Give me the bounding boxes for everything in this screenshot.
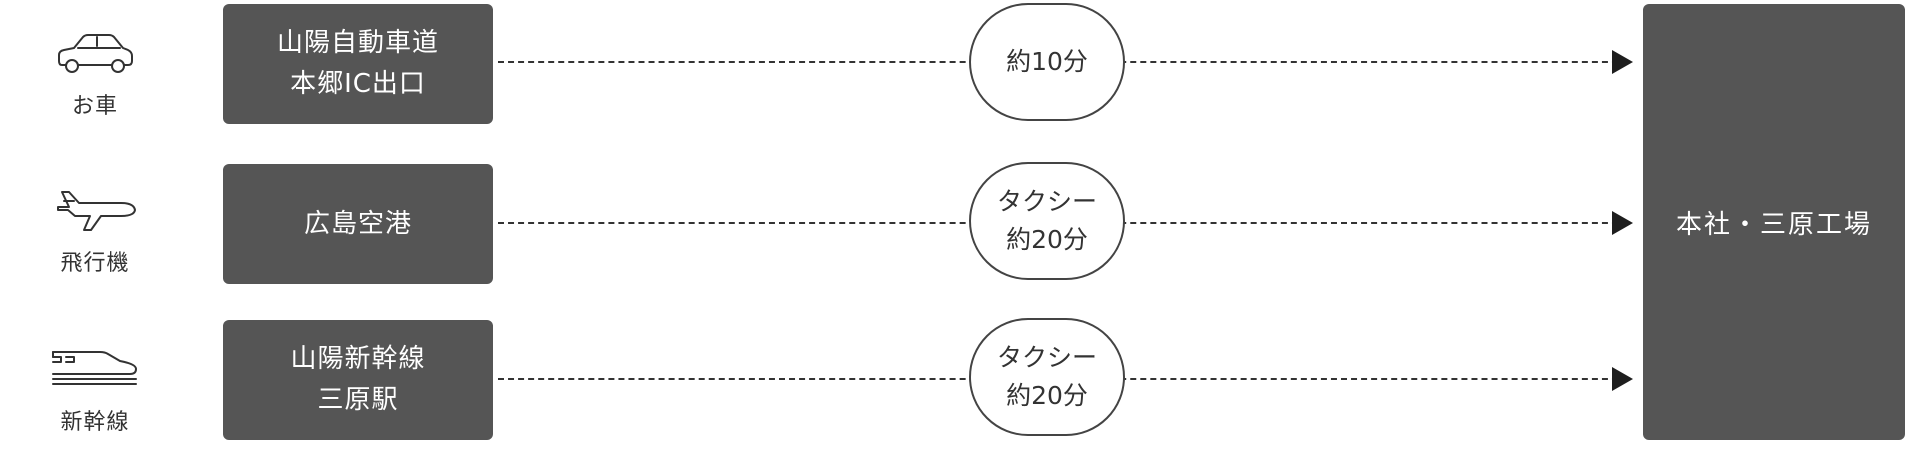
origin-line: 三原駅 [317,385,399,415]
mode-airplane: 飛行機 [40,185,150,277]
destination-label: 本社・三原工場 [1675,209,1872,240]
arrow-head-icon [1612,211,1633,235]
shinkansen-icon [50,344,140,398]
car-icon [50,28,140,82]
travel-time-text: タクシー [996,343,1097,372]
destination-box: 本社・三原工場 [1643,4,1905,440]
travel-time-text: 約10分 [1006,47,1088,76]
travel-time-text: 約20分 [1006,381,1088,410]
airplane-icon [50,185,140,239]
origin-box: 山陽新幹線 三原駅 [223,320,493,440]
mode-shinkansen: 新幹線 [40,344,150,436]
mode-label: 飛行機 [60,251,130,276]
travel-time-text: 約20分 [1006,225,1088,254]
travel-time-badge: タクシー 約20分 [969,318,1125,436]
mode-car: お車 [40,28,150,120]
origin-line: 本郷IC出口 [290,69,426,99]
mode-label: 新幹線 [60,410,130,435]
travel-time-badge: 約10分 [969,3,1125,121]
origin-box: 広島空港 [223,164,493,284]
origin-line: 山陽新幹線 [290,344,426,374]
travel-time-badge: タクシー 約20分 [969,162,1125,280]
origin-line: 広島空港 [303,208,412,239]
travel-time-text: タクシー [996,187,1097,216]
origin-box: 山陽自動車道 本郷IC出口 [223,4,493,124]
mode-label: お車 [71,94,118,119]
arrow-head-icon [1612,50,1633,74]
arrow-head-icon [1612,367,1633,391]
origin-line: 山陽自動車道 [276,28,439,58]
